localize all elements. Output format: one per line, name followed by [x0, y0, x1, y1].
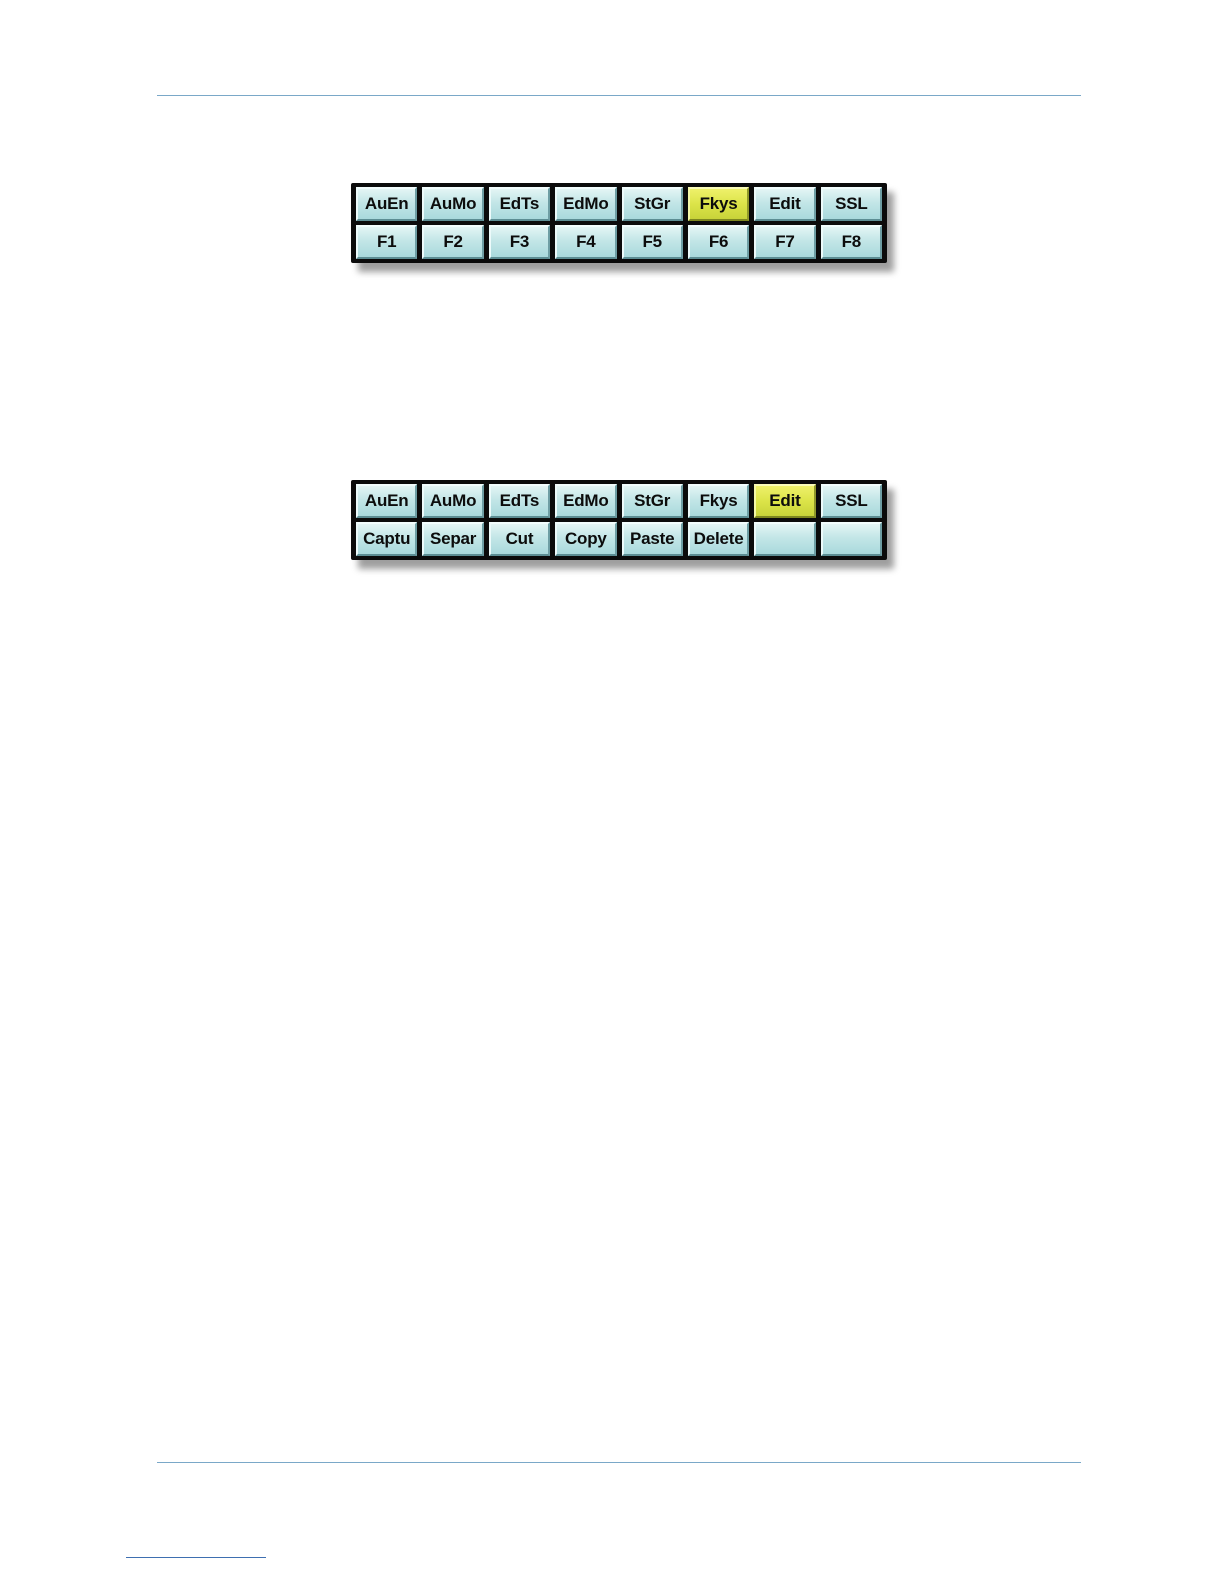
softkey-f4[interactable]: F4 — [555, 225, 616, 259]
softkey-ssl[interactable]: SSL — [821, 187, 882, 221]
softkey-copy[interactable]: Copy — [555, 522, 616, 556]
softkey-f7[interactable]: F7 — [754, 225, 815, 259]
softkey-panel-function-keys: AuEn AuMo EdTs EdMo StGr Fkys Edit SSL F… — [351, 183, 887, 263]
softkey-blank-7[interactable] — [754, 522, 815, 556]
softkey-fkys[interactable]: Fkys — [688, 484, 749, 518]
softkey-f8[interactable]: F8 — [821, 225, 882, 259]
softkey-capture[interactable]: Captu — [356, 522, 417, 556]
softkey-auen[interactable]: AuEn — [356, 484, 417, 518]
softkey-f5[interactable]: F5 — [622, 225, 683, 259]
softkey-ssl[interactable]: SSL — [821, 484, 882, 518]
softkey-f6[interactable]: F6 — [688, 225, 749, 259]
clipped-caption-line — [351, 580, 887, 587]
footnote-rule — [126, 1557, 266, 1558]
softkey-f1[interactable]: F1 — [356, 225, 417, 259]
softkey-edit[interactable]: Edit — [754, 187, 815, 221]
softkey-panel-edit: AuEn AuMo EdTs EdMo StGr Fkys Edit SSL C… — [351, 480, 887, 560]
softkey-auen[interactable]: AuEn — [356, 187, 417, 221]
softkey-edit-selected[interactable]: Edit — [754, 484, 815, 518]
softkey-fkys-selected[interactable]: Fkys — [688, 187, 749, 221]
softkey-f2[interactable]: F2 — [422, 225, 483, 259]
softkey-separate[interactable]: Separ — [422, 522, 483, 556]
softkey-edmo[interactable]: EdMo — [555, 484, 616, 518]
softkey-aumo[interactable]: AuMo — [422, 187, 483, 221]
softkey-f3[interactable]: F3 — [489, 225, 550, 259]
softkey-aumo[interactable]: AuMo — [422, 484, 483, 518]
softkey-edts[interactable]: EdTs — [489, 484, 550, 518]
softkey-stgr[interactable]: StGr — [622, 484, 683, 518]
clipped-caption-line — [351, 283, 887, 290]
softkey-blank-8[interactable] — [821, 522, 882, 556]
softkey-edmo[interactable]: EdMo — [555, 187, 616, 221]
softkey-grid: AuEn AuMo EdTs EdMo StGr Fkys Edit SSL F… — [356, 187, 882, 259]
softkey-delete[interactable]: Delete — [688, 522, 749, 556]
softkey-grid: AuEn AuMo EdTs EdMo StGr Fkys Edit SSL C… — [356, 484, 882, 556]
footer-rule — [157, 1462, 1081, 1463]
softkey-stgr[interactable]: StGr — [622, 187, 683, 221]
softkey-paste[interactable]: Paste — [622, 522, 683, 556]
softkey-cut[interactable]: Cut — [489, 522, 550, 556]
header-rule — [157, 95, 1081, 96]
softkey-edts[interactable]: EdTs — [489, 187, 550, 221]
